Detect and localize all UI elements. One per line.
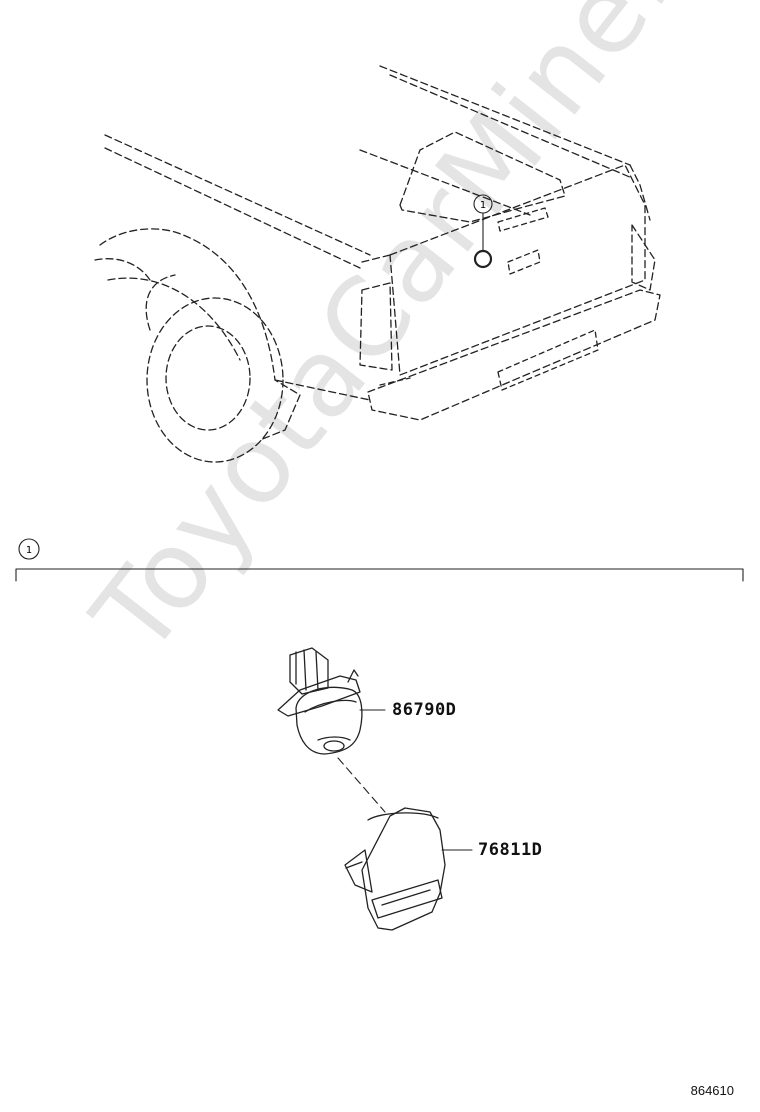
section-callout-number: 1 <box>26 545 32 556</box>
section-bracket <box>15 538 744 582</box>
leader-lines <box>337 709 473 851</box>
part-label-camera[interactable]: 86790D <box>392 700 457 720</box>
truck-illustration <box>94 65 661 463</box>
camera-part <box>277 647 363 755</box>
part-label-cover[interactable]: 76811D <box>478 840 543 860</box>
figure-number: 864610 <box>690 1083 734 1098</box>
vehicle-callout <box>473 194 493 269</box>
cover-part <box>344 807 446 931</box>
vehicle-callout-number: 1 <box>480 200 486 211</box>
